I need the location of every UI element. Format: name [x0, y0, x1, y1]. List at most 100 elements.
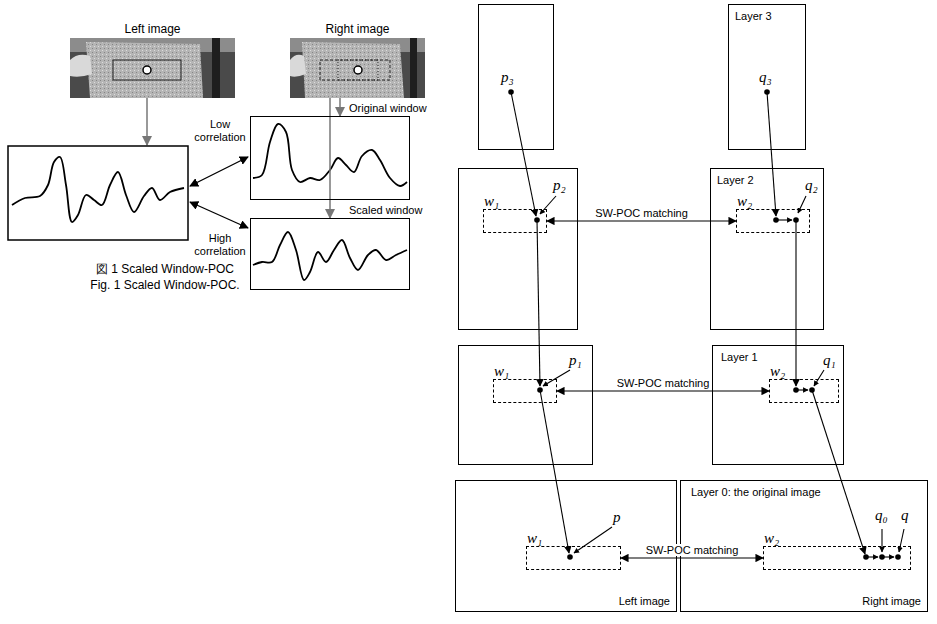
node-label: Scaled window: [349, 204, 422, 216]
window-mark: [320, 60, 390, 80]
point-dot: [537, 387, 543, 393]
leader-arrow: [574, 527, 612, 553]
correlation-arrow: [190, 202, 248, 228]
matching-arrow: [557, 390, 769, 391]
matching-arrow: [547, 220, 736, 221]
point-tracks: [511, 92, 904, 557]
layer-box: p₂ w₁: [458, 168, 578, 330]
search-window: w₂: [736, 209, 810, 233]
matching-arrow: [621, 557, 763, 558]
point-label: w₂: [737, 193, 752, 210]
signal-wave: [12, 157, 184, 222]
point-label: q₁: [823, 352, 836, 369]
point-label: w₁: [484, 193, 499, 210]
layer-box: p₃: [478, 4, 554, 150]
track-arrow: [795, 220, 796, 386]
track-arrow: [767, 92, 776, 216]
correlation-arrow: [190, 157, 248, 186]
point-label: q₀: [875, 507, 888, 524]
node-label: Layer 0: the original image: [691, 486, 821, 498]
left-photo: [70, 38, 235, 98]
layer-box: Scaled window: [250, 218, 410, 290]
point-dot: [567, 554, 573, 560]
layer-box: Layer 1 q₁ w₂: [712, 345, 844, 465]
track-arrow: [812, 390, 865, 554]
point-dot: [863, 554, 869, 560]
point-label: p₁: [569, 352, 582, 369]
point-label: w₂: [770, 363, 785, 380]
photo-pole: [410, 38, 417, 98]
point-label: p₃: [501, 69, 514, 86]
track-arrow: [511, 92, 536, 216]
node-label: Layer 3: [735, 10, 772, 22]
leader-arrow: [540, 196, 556, 214]
search-window: w₂: [763, 546, 911, 570]
photo-frame: Right image: [290, 38, 425, 98]
search-window: w₁: [483, 209, 547, 233]
projection-arrow: [146, 98, 148, 145]
track-arrow: [540, 390, 569, 553]
leader-arrow: [899, 529, 904, 552]
point-label: w₁: [494, 363, 509, 380]
leader-arrow: [814, 370, 824, 386]
node-label: Layer 2: [717, 174, 754, 186]
search-window: w₁: [526, 546, 621, 570]
point-dot: [764, 89, 770, 95]
point-label: q₂: [805, 177, 818, 194]
point-dot: [793, 217, 799, 223]
node-label: Original window: [349, 102, 427, 114]
node-label: Right image: [325, 22, 389, 36]
point-mark: [354, 66, 362, 74]
edge-label: SW-POC matching: [615, 377, 712, 389]
node-label: Right image: [862, 595, 921, 607]
node-label: Layer 1: [721, 351, 758, 363]
scaled-window-mark: [338, 60, 378, 80]
track-arrow: [537, 220, 540, 386]
points: [508, 89, 901, 560]
point-dot: [809, 387, 815, 393]
signal-box: [8, 146, 188, 240]
point-label: w₂: [764, 530, 779, 547]
node-label: Left image: [619, 595, 670, 607]
point-dot: [793, 387, 799, 393]
photo-pole: [212, 38, 220, 98]
layer-box: Original window: [250, 116, 410, 200]
edge-label: SW-POC matching: [644, 544, 741, 556]
right-photo: [290, 38, 425, 98]
point-label: p₂: [553, 177, 566, 194]
point-label: q₃: [759, 69, 772, 86]
photo-board: [86, 42, 203, 98]
photo-hand: [290, 55, 306, 77]
search-window: w₁: [493, 379, 557, 403]
layer-box: Layer 3 q₃: [728, 4, 806, 150]
point-dot: [508, 89, 514, 95]
point-label: q: [901, 507, 909, 524]
figure-caption: Fig. 1 Scaled Window-POC.: [40, 278, 290, 292]
search-window: w₂: [769, 379, 839, 403]
point-label: w₁: [527, 530, 542, 547]
point-mark: [143, 66, 151, 74]
point-dot: [534, 217, 540, 223]
layer-box: Layer 2 q₂ w₂: [710, 168, 824, 330]
window-mark: [113, 60, 181, 80]
photo-hand: [70, 55, 92, 77]
edge-label: SW-POC matching: [593, 207, 690, 219]
node-label: Left image: [124, 22, 180, 36]
figure-caption: 図 1 Scaled Window-POC: [40, 262, 290, 276]
layer-box: p₁ w₁: [458, 345, 593, 465]
point-dot: [895, 554, 901, 560]
point-dot: [879, 554, 885, 560]
projection-arrow: [339, 98, 341, 116]
photo-frame: Left image: [70, 38, 235, 98]
correlation-label: High correlation: [192, 232, 248, 258]
leader-arrow: [881, 529, 882, 552]
point-dot: [773, 217, 779, 223]
point-label: p: [613, 509, 621, 526]
signal-wave: [253, 232, 407, 280]
photo-board: [302, 42, 404, 98]
